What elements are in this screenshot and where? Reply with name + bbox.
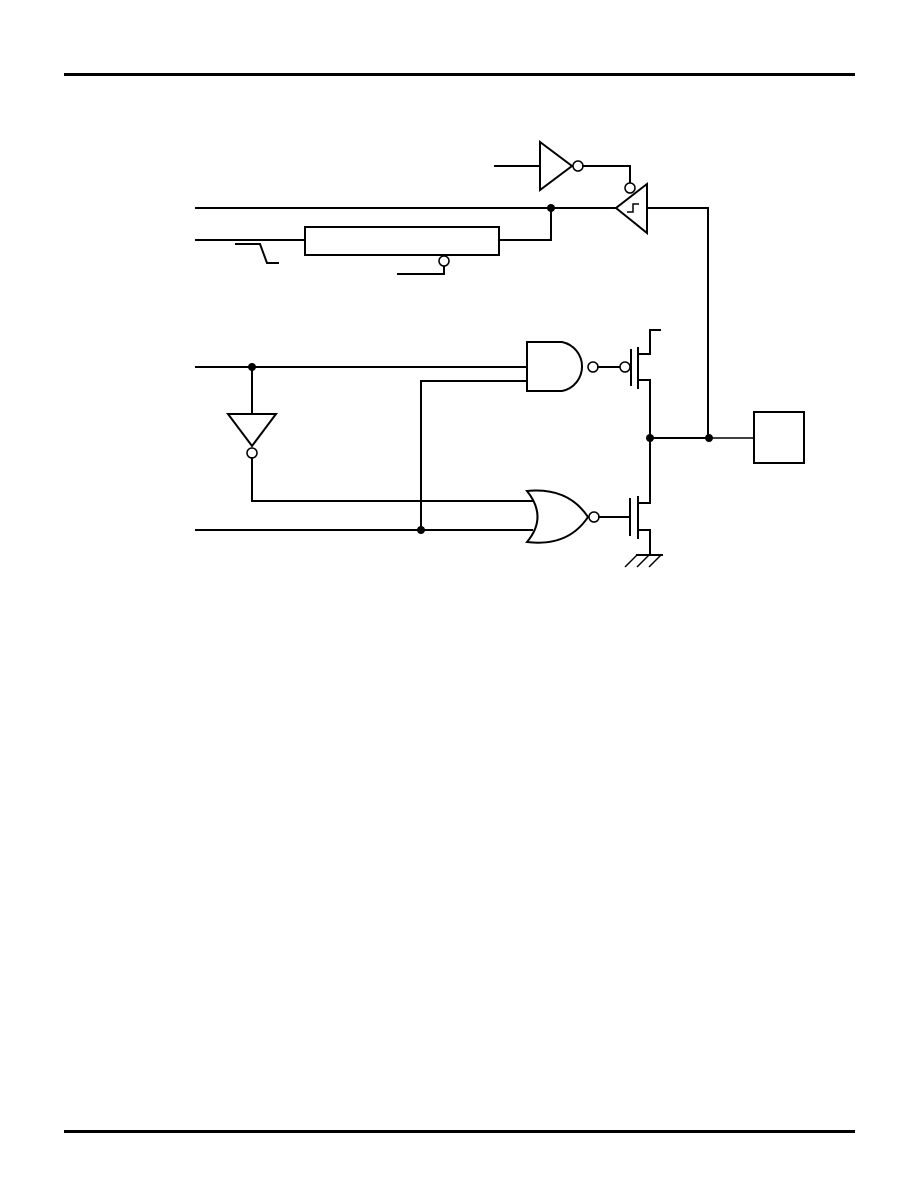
- nand-gate-icon: [526, 341, 626, 392]
- output-node: [646, 291, 754, 442]
- output-pin-box: [753, 411, 805, 464]
- latch-enable-line: [397, 265, 445, 275]
- latch-enable-bubble: [438, 255, 450, 267]
- nmos-transistor-icon: [629, 437, 651, 556]
- nor-gate-icon: [525, 489, 631, 544]
- latch-block: [195, 226, 500, 275]
- data-output-line: [195, 363, 528, 415]
- control-inverter-icon: [494, 140, 631, 192]
- bottom-rule: [64, 1130, 855, 1133]
- top-rule: [64, 73, 855, 76]
- ground-icon: [624, 554, 663, 568]
- schmitt-trigger-input-buffer-icon: [614, 181, 709, 293]
- pmos-transistor-icon: [619, 329, 661, 439]
- inverter-icon: [226, 413, 533, 502]
- latch-clock-line: [235, 243, 279, 264]
- input-data-line: [195, 204, 617, 241]
- output-enable-line: [195, 380, 533, 534]
